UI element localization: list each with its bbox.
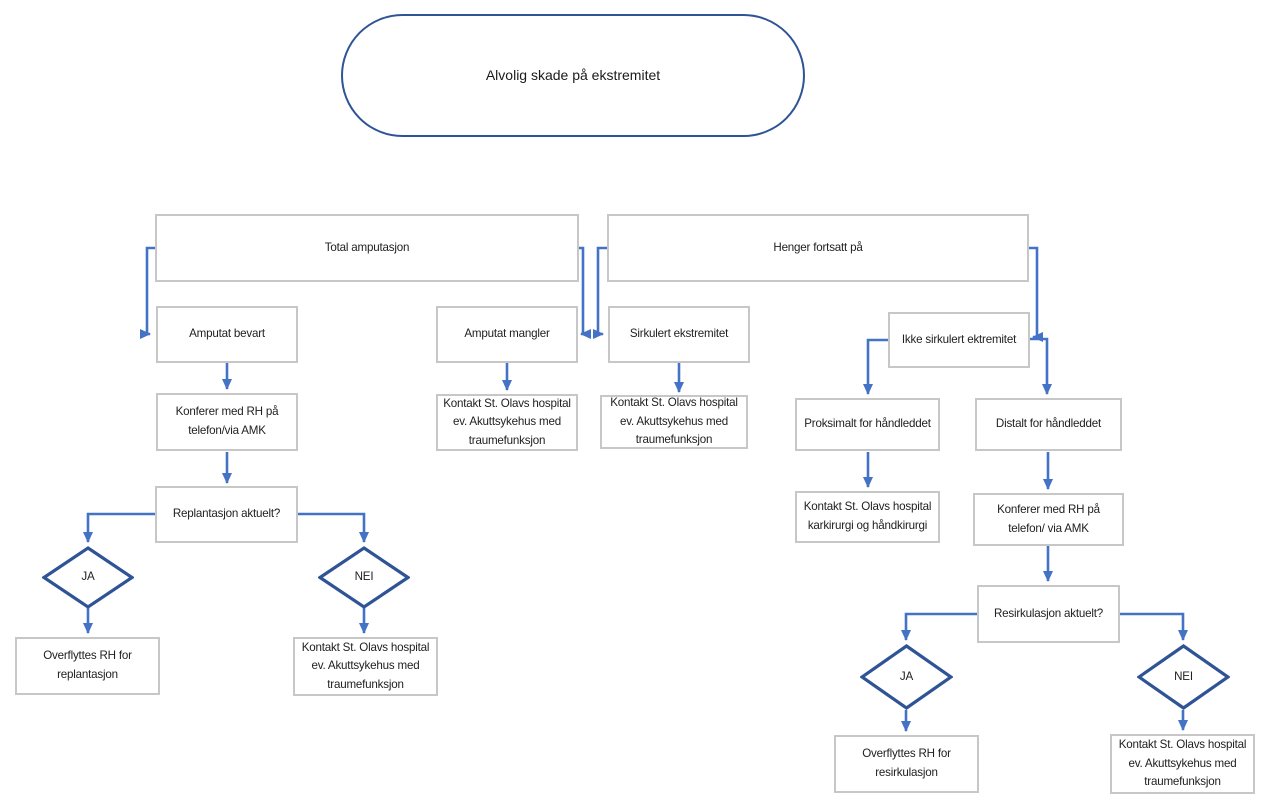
edge-total-amputasjon-to-amputat-mangler: [579, 246, 591, 339]
diamond-shape: [42, 546, 134, 609]
diamond-shape: [1137, 644, 1230, 710]
node-amputat-mangler: Amputat mangler: [436, 306, 578, 363]
edge-replantasjon-to-ja: [83, 512, 155, 543]
node-overflyttes-replantasjon: Overflyttes RH for replantasjon: [15, 637, 160, 695]
node-distalt-handleddet-label: Distalt for håndleddet: [995, 417, 1102, 431]
node-resirkulasjon-aktuelt: Resirkulasjon aktuelt?: [977, 585, 1120, 643]
node-henger-fortsatt-pa-label: Henger fortsatt på: [773, 240, 863, 254]
edge-ikke-sirkulert-to-proksimalt: [863, 338, 888, 395]
edge-total-amputasjon-to-amputat-bevart: [140, 246, 155, 339]
node-amputat-bevart-label: Amputat bevart: [189, 327, 265, 341]
node-henger-fortsatt-pa: Henger fortsatt på: [607, 214, 1029, 282]
edge-resirkulasjon-to-nei: [1120, 612, 1188, 641]
edge-resirkulasjon-to-ja: [901, 612, 977, 641]
node-resirkulasjon-aktuelt-label: Resirkulasjon aktuelt?: [993, 606, 1104, 620]
diamond-shape: [318, 546, 410, 609]
node-kontakt-st-olavs-nei-left-label: Kontakt St. Olavs hospital ev. Akuttsyke…: [301, 640, 430, 691]
node-amputat-mangler-label: Amputat mangler: [464, 327, 550, 341]
node-ikke-sirkulert-ektremitet: Ikke sirkulert ektremitet: [888, 312, 1030, 368]
node-decision-ja-right: JA: [860, 644, 953, 710]
node-decision-nei-right-label: NEI: [1174, 669, 1193, 683]
node-replantasjon-aktuelt-label: Replantasjon aktuelt?: [172, 507, 281, 521]
node-overflyttes-replantasjon-label: Overflyttes RH for replantasjon: [43, 649, 132, 681]
node-konferer-rh-right: Konferer med RH på telefon/ via AMK: [973, 493, 1124, 546]
node-overflyttes-resirkulasjon-label: Overflyttes RH for resirkulasjon: [862, 747, 951, 779]
node-replantasjon-aktuelt: Replantasjon aktuelt?: [155, 486, 298, 543]
node-kontakt-st-olavs-nei-right: Kontakt St. Olavs hospital ev. Akuttsyke…: [1110, 734, 1255, 794]
node-total-amputasjon: Total amputasjon: [155, 214, 579, 282]
node-kontakt-st-olavs-nei-left: Kontakt St. Olavs hospital ev. Akuttsyke…: [293, 637, 438, 696]
node-start: Alvolig skade på ekstremitet: [341, 14, 805, 137]
node-ikke-sirkulert-ektremitet-label: Ikke sirkulert ektremitet: [901, 332, 1017, 346]
node-start-label: Alvolig skade på ekstremitet: [485, 67, 661, 84]
node-decision-ja-left-label: JA: [81, 570, 95, 584]
node-decision-nei-left: NEI: [318, 546, 410, 609]
node-kontakt-st-olavs-sirkulert: Kontakt St. Olavs hospital ev. Akuttsyke…: [600, 395, 748, 449]
node-kontakt-karkirurgi: Kontakt St. Olavs hospital karkirurgi og…: [795, 491, 940, 543]
node-kontakt-karkirurgi-label: Kontakt St. Olavs hospital karkirurgi og…: [803, 500, 932, 532]
node-sirkulert-ekstremitet: Sirkulert ekstremitet: [608, 306, 750, 363]
node-kontakt-st-olavs-sirkulert-label: Kontakt St. Olavs hospital ev. Akuttsyke…: [610, 396, 738, 447]
node-konferer-rh-left: Konferer med RH på telefon/via AMK: [156, 393, 298, 451]
edge-ikke-sirkulert-to-distalt: [1030, 337, 1052, 395]
edge-henger-to-sirkulert: [593, 246, 607, 339]
node-decision-nei-left-label: NEI: [354, 570, 374, 584]
node-sirkulert-ekstremitet-label: Sirkulert ekstremitet: [629, 327, 729, 341]
node-kontakt-st-olavs-mangler-label: Kontakt St. Olavs hospital ev. Akuttsyke…: [443, 396, 571, 447]
edge-henger-to-ikke-sirkulert: [1029, 246, 1043, 342]
diamond-shape: [860, 644, 953, 710]
node-kontakt-st-olavs-nei-right-label: Kontakt St. Olavs hospital ev. Akuttsyke…: [1118, 738, 1247, 789]
node-decision-nei-right: NEI: [1137, 644, 1230, 710]
node-distalt-handleddet: Distalt for håndleddet: [975, 398, 1122, 451]
edge-replantasjon-to-nei: [298, 512, 369, 543]
node-decision-ja-left: JA: [42, 546, 134, 609]
node-amputat-bevart: Amputat bevart: [156, 306, 298, 363]
node-overflyttes-resirkulasjon: Overflyttes RH for resirkulasjon: [834, 735, 979, 793]
node-kontakt-st-olavs-mangler: Kontakt St. Olavs hospital ev. Akuttsyke…: [436, 394, 578, 451]
node-proksimalt-handleddet: Proksimalt for håndleddet: [795, 398, 940, 451]
node-decision-ja-right-label: JA: [899, 669, 914, 683]
node-konferer-rh-left-label: Konferer med RH på telefon/via AMK: [175, 405, 279, 437]
node-total-amputasjon-label: Total amputasjon: [324, 240, 410, 254]
node-proksimalt-handleddet-label: Proksimalt for håndleddet: [804, 417, 931, 431]
node-konferer-rh-right-label: Konferer med RH på telefon/ via AMK: [997, 502, 1100, 535]
